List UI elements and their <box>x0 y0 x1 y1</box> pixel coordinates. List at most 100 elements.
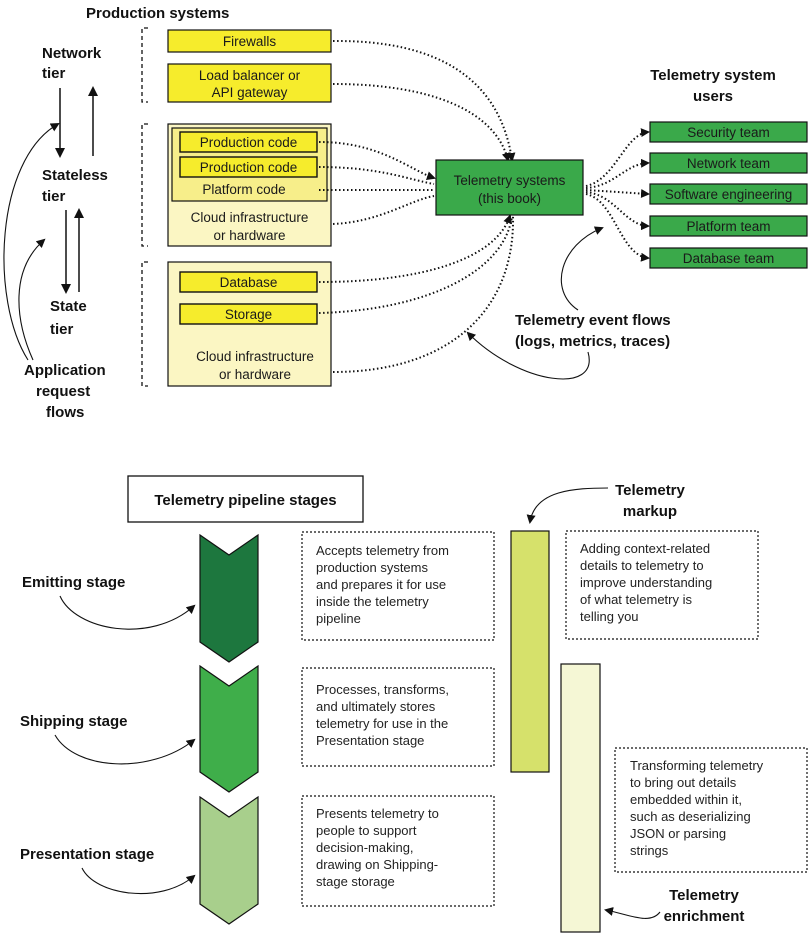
telemetry-enrichment-desc-box <box>614 747 808 873</box>
network-tier-label: Network tier <box>42 45 102 82</box>
svg-text:Network team: Network team <box>687 156 770 171</box>
pipeline-title: Telemetry pipeline stages <box>154 492 336 509</box>
svg-text:or hardware: or hardware <box>219 367 291 382</box>
svg-text:Cloud infrastructure: Cloud infrastructure <box>191 210 309 225</box>
svg-text:and prepares it for use: and prepares it for use <box>316 577 446 592</box>
production-code-box-1 <box>179 131 318 153</box>
svg-text:Presents telemetry to: Presents telemetry to <box>316 806 439 821</box>
svg-text:enrichment: enrichment <box>664 908 745 925</box>
presentation-stage-label: Presentation stage <box>20 846 154 863</box>
shipping-stage-pointer <box>54 734 196 765</box>
svg-text:users: users <box>693 88 733 105</box>
firewalls-label: Firewalls <box>223 34 277 49</box>
load-balancer-label: Load balancer or API gateway <box>199 68 301 100</box>
emitting-stage-desc-box <box>301 531 495 641</box>
state-tier-label: State tier <box>50 298 87 338</box>
telemetry-markup-bar <box>510 530 550 773</box>
svg-text:(this book): (this book) <box>478 191 541 206</box>
firewalls-box <box>167 29 332 53</box>
telemetry-inflow-arrows <box>318 39 516 373</box>
shipping-stage-desc-box <box>301 667 495 767</box>
svg-text:or hardware: or hardware <box>213 228 285 243</box>
svg-text:Platform team: Platform team <box>686 219 770 234</box>
database-label: Database <box>220 275 278 290</box>
svg-text:Software engineering: Software engineering <box>665 187 793 202</box>
svg-text:tier: tier <box>50 321 74 338</box>
user-platform-team: Platform team <box>649 215 808 237</box>
production-code-label-1: Production code <box>200 135 298 150</box>
user-security-team: Security team <box>649 121 808 143</box>
svg-text:such as deserializing: such as deserializing <box>630 809 751 824</box>
emitting-stage-chevron <box>199 533 259 663</box>
svg-text:API gateway: API gateway <box>212 85 288 100</box>
presentation-stage-desc-box <box>301 795 495 907</box>
shipping-stage-label: Shipping stage <box>20 713 128 730</box>
emitting-stage-desc: Accepts telemetry from production system… <box>316 543 449 626</box>
svg-text:Database team: Database team <box>683 251 775 266</box>
user-network-team: Network team <box>649 152 808 174</box>
svg-text:Transforming telemetry: Transforming telemetry <box>630 758 764 773</box>
shipping-stage-chevron <box>199 664 259 793</box>
svg-text:stage storage: stage storage <box>316 874 395 889</box>
svg-text:details to telemetry to: details to telemetry to <box>580 558 704 573</box>
svg-text:State: State <box>50 298 87 315</box>
svg-text:Telemetry: Telemetry <box>669 887 739 904</box>
cloud-infrastructure-label-2: Cloud infrastructure or hardware <box>196 349 314 382</box>
telemetry-systems-box <box>435 159 584 216</box>
platform-code-label: Platform code <box>202 182 285 197</box>
user-software-engineering: Software engineering <box>649 183 808 205</box>
telemetry-event-flows-label: Telemetry event flows (logs, metrics, tr… <box>515 312 671 350</box>
presentation-stage-pointer <box>81 867 196 895</box>
svg-text:pipeline: pipeline <box>316 611 361 626</box>
storage-label: Storage <box>225 307 272 322</box>
stateless-tier-label: Stateless tier <box>42 167 108 205</box>
svg-text:Application: Application <box>24 362 106 379</box>
svg-text:Adding context-related: Adding context-related <box>580 541 710 556</box>
shipping-stage-desc: Processes, transforms, and ultimately st… <box>316 682 449 748</box>
svg-text:Security team: Security team <box>687 125 770 140</box>
svg-text:to bring out details: to bring out details <box>630 775 737 790</box>
svg-text:Processes, transforms,: Processes, transforms, <box>316 682 449 697</box>
user-database-team: Database team <box>649 247 808 269</box>
application-request-flows-label: Application request flows <box>24 362 106 421</box>
svg-text:JSON or parsing: JSON or parsing <box>630 826 726 841</box>
telemetry-systems-label: Telemetry systems (this book) <box>454 173 566 206</box>
svg-text:production systems: production systems <box>316 560 428 575</box>
production-code-box-2 <box>179 156 318 178</box>
svg-text:embedded within it,: embedded within it, <box>630 792 742 807</box>
svg-text:Stateless: Stateless <box>42 167 108 184</box>
svg-text:Presentation stage: Presentation stage <box>316 733 424 748</box>
telemetry-enrichment-bar <box>560 663 601 933</box>
telemetry-markup-title: Telemetry markup <box>615 482 685 520</box>
svg-text:telling you: telling you <box>580 609 639 624</box>
telemetry-system-users-title: Telemetry system users <box>650 67 776 105</box>
presentation-stage-chevron <box>199 795 259 925</box>
request-flow-curve-stateless <box>18 238 46 361</box>
svg-text:inside the telemetry: inside the telemetry <box>316 594 429 609</box>
presentation-stage-desc: Presents telemetry to people to support … <box>316 806 439 889</box>
production-systems-title: Production systems <box>86 5 229 22</box>
telemetry-markup-desc: Adding context-related details to teleme… <box>580 541 712 624</box>
load-balancer-box <box>167 63 332 103</box>
svg-text:of what telemetry is: of what telemetry is <box>580 592 692 607</box>
svg-text:and ultimately stores: and ultimately stores <box>316 699 436 714</box>
svg-text:Telemetry: Telemetry <box>615 482 685 499</box>
svg-text:Load balancer or: Load balancer or <box>199 68 301 83</box>
telemetry-markup-desc-box <box>565 530 759 640</box>
svg-text:people to support: people to support <box>316 823 417 838</box>
svg-text:Telemetry system: Telemetry system <box>650 67 776 84</box>
emitting-stage-pointer <box>59 595 196 630</box>
svg-text:improve understanding: improve understanding <box>580 575 712 590</box>
svg-text:(logs, metrics, traces): (logs, metrics, traces) <box>515 333 670 350</box>
storage-box <box>179 303 318 325</box>
production-code-label-2: Production code <box>200 160 298 175</box>
database-box <box>179 271 318 293</box>
svg-text:tier: tier <box>42 65 66 82</box>
stateless-bracket <box>141 123 148 247</box>
svg-text:telemetry for use in the: telemetry for use in the <box>316 716 448 731</box>
event-flows-pointer-users <box>560 226 604 311</box>
svg-text:markup: markup <box>623 503 677 520</box>
network-bracket <box>141 27 148 103</box>
state-bracket <box>141 261 148 387</box>
